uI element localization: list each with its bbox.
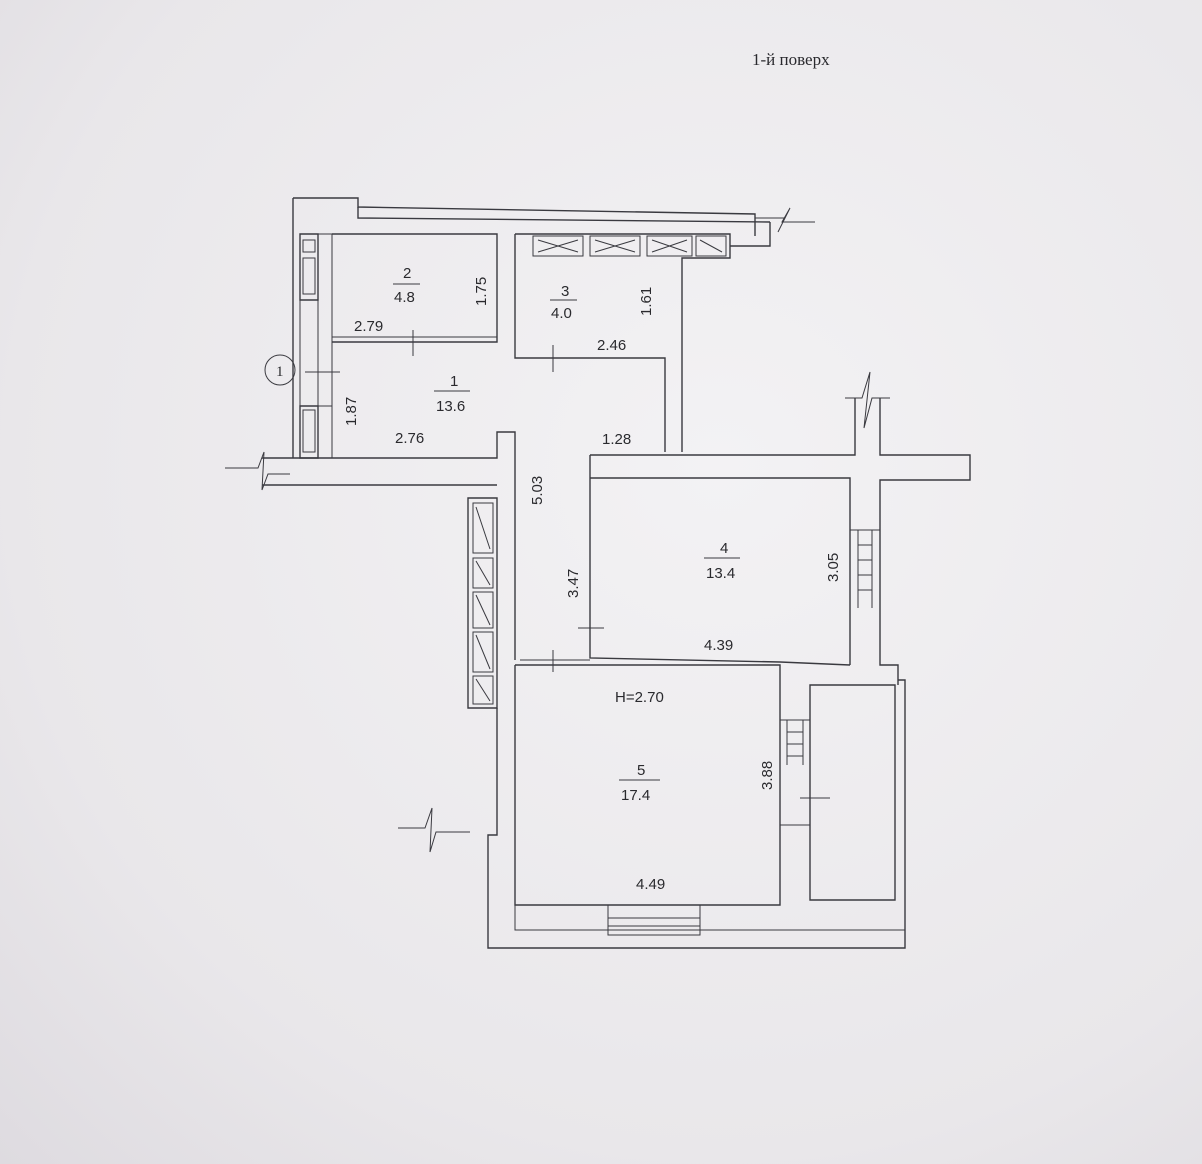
room-5-label: 5 17.4 (619, 762, 660, 804)
break-mark-left (225, 451, 290, 491)
room-3-label: 3 4.0 (550, 283, 577, 322)
svg-text:17.4: 17.4 (621, 787, 650, 804)
room-2-label: 2 4.8 (393, 265, 420, 306)
dim-r3-height: 1.61 (638, 287, 655, 316)
svg-text:1: 1 (450, 373, 458, 390)
floor-label: 1-й поверх (752, 50, 830, 69)
dim-r4-height: 3.05 (825, 553, 842, 582)
dim-corridor-length: 5.03 (529, 476, 546, 505)
dim-r1-height: 1.87 (343, 397, 360, 426)
room-5-balcony-door (780, 719, 810, 826)
dim-r4-width: 4.39 (704, 637, 733, 654)
dim-r1-width: 2.76 (395, 430, 424, 447)
room-3-walls (514, 234, 666, 452)
dim-r2-height: 1.75 (473, 277, 490, 306)
dim-hall-length: 3.47 (565, 569, 582, 598)
dim-r2-width: 2.79 (354, 318, 383, 335)
dim-r5-height: 3.88 (759, 761, 776, 790)
dim-r5-width: 4.49 (636, 876, 665, 893)
outer-wall-top (293, 197, 756, 236)
room-4-balcony-door (850, 529, 880, 608)
break-mark-right (845, 371, 890, 429)
svg-text:13.4: 13.4 (706, 565, 735, 582)
svg-text:3: 3 (561, 283, 569, 300)
room-4-label: 4 13.4 (704, 540, 740, 582)
dim-r3-width: 2.46 (597, 337, 626, 354)
break-mark-bottom-left (398, 807, 470, 853)
svg-text:13.6: 13.6 (436, 398, 465, 415)
svg-text:5: 5 (637, 762, 645, 779)
break-mark-top-right (755, 207, 815, 233)
balcony-block (809, 684, 896, 901)
room-4-walls (589, 455, 851, 666)
room-5-window (607, 905, 701, 936)
room-5-walls (514, 664, 781, 906)
room-1-label: 1 13.6 (434, 373, 470, 415)
ceiling-height: H=2.70 (615, 689, 664, 706)
svg-text:4.8: 4.8 (394, 289, 415, 306)
outer-wall-top-inner (292, 198, 771, 458)
wardrobe-units (467, 497, 498, 709)
dim-corridor-width: 1.28 (602, 431, 631, 448)
kitchen-units (532, 235, 727, 257)
svg-text:2: 2 (403, 265, 411, 282)
room-1-bottom-wall (262, 431, 516, 660)
svg-text:4: 4 (720, 540, 728, 557)
axis-marker (264, 354, 296, 386)
svg-text:4.0: 4.0 (551, 305, 572, 322)
door-ticks (305, 330, 830, 799)
axis-marker-label: 1 (276, 364, 284, 380)
